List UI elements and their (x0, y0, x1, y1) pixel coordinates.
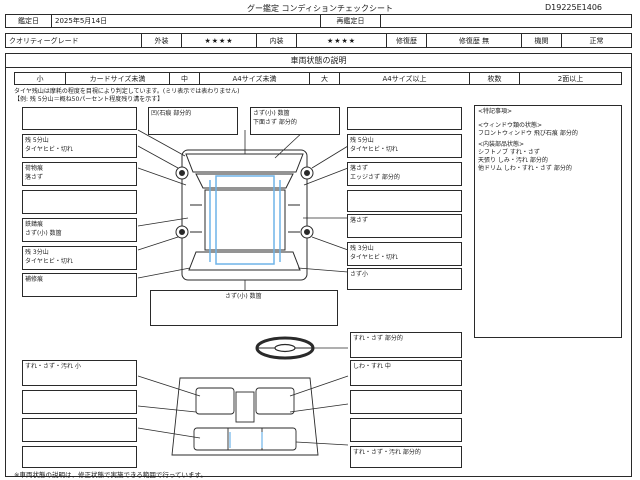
interior-label: 内装 (256, 34, 296, 47)
engine-label: 機関 (521, 34, 561, 47)
callout-interior-right-2 (350, 390, 462, 414)
size-small-label: 小 (36, 74, 44, 83)
callout-interior-rear-right: すれ・さず・汚れ 部分的 (350, 446, 462, 468)
callout-steering: すれ・さず 部分的 (350, 332, 462, 358)
callout-interior-right-3 (350, 418, 462, 442)
tire-note-line1: タイヤ残山は摩耗の程度を目視により判定しています。(ミリ表示では表わりません) (14, 88, 240, 95)
tire-note: タイヤ残山は摩耗の程度を目視により判定しています。(ミリ表示では表わりません) … (14, 88, 474, 104)
callout-interior-left-2 (22, 390, 137, 414)
page-title: グー鑑定 コンディションチェックシート (0, 3, 640, 14)
count-value: 2面以上 (519, 73, 621, 84)
date-row: 鑑定日 2025年5月14日 再鑑定日 (5, 14, 632, 28)
engine-value: 正常 (561, 34, 631, 47)
callout-left-seat: すれ・さず・汚れ 小 (22, 360, 137, 386)
repair-history-value: 修復歴 無 (426, 34, 521, 47)
callout-top-left (22, 107, 137, 130)
callout-left-front-door: 荷物痕 落さず (22, 162, 137, 186)
interior-stars: ★★★★ (296, 34, 386, 47)
callout-left-mid: 鉄錆痕 さず(小) 数箇 (22, 218, 137, 242)
callout-top-center: 凹(石痕 部分的 (148, 107, 238, 135)
doc-id-text: D19225E1406 (545, 3, 603, 12)
callout-right-mid: 落さず (347, 214, 462, 238)
grade-row: クオリティーグレード 外装 ★★★★ 内装 ★★★★ 修復歴 修復歴 無 機関 … (5, 33, 632, 48)
section-title: 車両状態の説明 (6, 54, 631, 68)
special-notes-panel: <特記事項> <ウィンドウ類の状態> フロントウィンドウ 飛び石痕 部分的 <内… (474, 105, 622, 338)
callout-front-left-tire: 残 5分山 タイヤヒビ・切れ (22, 134, 137, 158)
callout-front-right-tire: 残 5分山 タイヤヒビ・切れ (347, 134, 462, 158)
interior-parts-line-1: シフトノブ すれ・さず (478, 149, 540, 156)
size-legend-row: 小 カードサイズ未満 中 A4サイズ未満 大 A4サイズ以上 枚数 2面以上 (14, 72, 622, 85)
callout-right-seat: しわ・すれ 中 (350, 360, 462, 386)
appraisal-date-value: 2025年5月14日 (51, 15, 251, 27)
interior-parts-line-2: 天張り しみ・汚れ 部分的 (478, 157, 548, 164)
size-large-label: 大 (309, 73, 339, 84)
page-title-text: グー鑑定 コンディションチェックシート (247, 4, 393, 13)
interior-parts-heading: <内装部品状態> (478, 141, 525, 148)
size-small-desc: カードサイズ未満 (65, 73, 169, 84)
doc-id: D19225E1406 (545, 3, 602, 12)
callout-right-blank-top (347, 107, 462, 130)
size-medium-label: 中 (169, 73, 199, 84)
callout-rear-left: 補修痕 (22, 273, 137, 297)
repair-history-label: 修復歴 (386, 34, 426, 47)
windshield-text: フロントウィンドウ 飛び石痕 部分的 (478, 130, 578, 137)
reappraisal-date-value (380, 15, 631, 27)
notes-heading: <特記事項> (478, 108, 513, 115)
size-medium-desc: A4サイズ未満 (199, 73, 309, 84)
callout-right-front-fender: 落さず エッジさず 部分的 (347, 162, 462, 186)
callout-rear-right-tire: 残 3分山 タイヤヒビ・切れ (347, 242, 462, 266)
callout-right-blank-mid (347, 190, 462, 212)
interior-parts-line-3: 他ドリム しわ・すれ・さず 部分的 (478, 165, 572, 172)
callout-interior-rear-left (22, 446, 137, 468)
callout-top-right: さず(小) 数箇 下面さず 部分的 (250, 107, 340, 135)
tire-note-line2: 【例: 残 5分山＝概ね50パーセント程度残り溝を示す】 (14, 96, 164, 103)
size-large-desc: A4サイズ以上 (339, 73, 469, 84)
callout-rear-right: さず小 (347, 268, 462, 290)
windshield-heading: <ウィンドウ類の状態> (478, 122, 543, 129)
callout-left-blank (22, 190, 137, 214)
count-label: 枚数 (469, 73, 519, 84)
callout-rear-left-tire: 残 3分山 タイヤヒビ・切れ (22, 246, 137, 270)
callout-interior-left-3 (22, 418, 137, 442)
footer-note: ※車両状態の説明は、修正状態で実施できる範囲で行っています。 (14, 469, 207, 479)
appraisal-date-label: 鑑定日 (18, 17, 39, 25)
quality-grade-label: クオリティーグレード (9, 36, 79, 45)
footer-note-text: ※車両状態の説明は、修正状態で実施できる範囲で行っています。 (14, 471, 207, 479)
exterior-stars: ★★★★ (181, 34, 256, 47)
reappraisal-date-label: 再鑑定日 (320, 15, 380, 27)
callout-rear-bottom: さず(小) 数箇 (150, 290, 338, 326)
exterior-label: 外装 (141, 34, 181, 47)
